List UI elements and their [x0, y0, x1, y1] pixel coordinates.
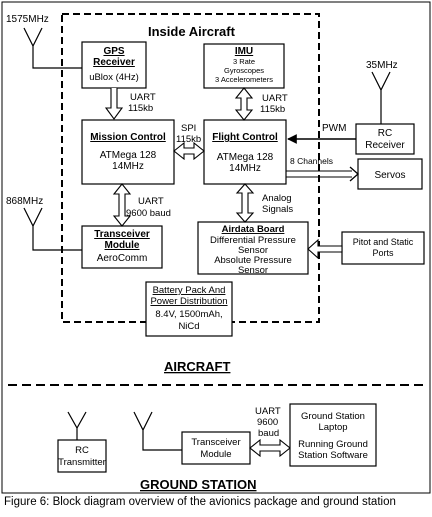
servos-label: Servos: [374, 170, 405, 181]
mission-transceiver-link: [112, 183, 132, 227]
ground-transceiver-line1: Transceiver: [191, 437, 240, 448]
spi-label-2: 115kb: [176, 134, 201, 145]
servos-block: Servos: [357, 158, 423, 190]
flight-airdata-link: [235, 183, 255, 223]
rc-antenna: [371, 71, 391, 124]
imu-line2: Gyroscopes: [224, 66, 264, 75]
ground-rc-line2: Transmitter: [58, 457, 106, 468]
ground-laptop-block: Ground Station Laptop Running Ground Sta…: [289, 403, 377, 467]
battery-block: Battery Pack And Power Distribution 8.4V…: [145, 281, 233, 337]
rc-receiver-line1: RC: [378, 128, 392, 139]
pwm-label: PWM: [322, 123, 346, 134]
imu-block: IMU 3 Rate Gyroscopes 3 Accelerometers: [203, 43, 285, 89]
flight-control-block: Flight Control ATMega 128 14MHz: [203, 119, 287, 185]
transceiver-title-1: Transceiver: [94, 229, 150, 240]
channels-label: 8 Channels: [290, 156, 333, 166]
spi-label-1: SPI: [181, 123, 196, 134]
inside-aircraft-title: Inside Aircraft: [148, 24, 236, 39]
transceiver-block: Transceiver Module AeroComm: [81, 225, 163, 269]
mission-control-block: Mission Control ATMega 128 14MHz: [81, 119, 175, 185]
servo-channels-link: [286, 166, 359, 182]
rc-receiver-block: RC Receiver: [355, 123, 415, 155]
laptop-line2: Laptop: [318, 422, 347, 433]
laptop-line3: Running Ground: [298, 439, 368, 450]
imu-line1: 3 Rate: [233, 57, 255, 66]
ground-transceiver-line2: Module: [200, 449, 231, 460]
modem-uart-1: UART: [138, 196, 164, 207]
gps-uart-1: UART: [130, 92, 156, 103]
airdata-title: Airdata Board: [222, 224, 285, 235]
aircraft-section-title: AIRCRAFT: [164, 359, 230, 374]
analog-label-1: Analog: [262, 193, 292, 204]
flight-line2: 14MHz: [229, 163, 261, 174]
imu-uart-1: UART: [262, 93, 288, 104]
mission-line1: ATMega 128: [100, 150, 157, 161]
ground-section-title: GROUND STATION: [140, 477, 257, 492]
rc-antenna-freq: 35MHz: [366, 60, 398, 71]
gps-detail: uBlox (4Hz): [89, 72, 139, 83]
figure-caption: Figure 6: Block diagram overview of the …: [4, 496, 396, 508]
gps-antenna: [23, 27, 82, 69]
pitot-line1: Pitot and Static: [353, 237, 414, 247]
ground-rc-line1: RC: [75, 445, 89, 456]
block-diagram: Inside Aircraft 1575MHz 35MHz 868MHz GPS…: [1, 1, 431, 494]
airdata-line2: Sensor: [238, 245, 268, 256]
gps-title-1: GPS: [103, 46, 124, 57]
ground-transceiver-block: Transceiver Module: [181, 431, 251, 465]
airdata-board-block: Airdata Board Differential Pressure Sens…: [197, 221, 309, 276]
analog-label-2: Signals: [262, 204, 293, 215]
modem-antenna: [23, 207, 82, 251]
laptop-line1: Ground Station: [301, 411, 365, 422]
outer-frame: [1, 1, 431, 494]
pitot-airdata-link: [307, 238, 343, 260]
gps-to-mission-link: [104, 88, 124, 120]
imu-line3: 3 Accelerometers: [215, 75, 273, 84]
mission-line2: 14MHz: [112, 161, 144, 172]
imu-flight-link: [234, 87, 254, 121]
gps-receiver-block: GPS Receiver uBlox (4Hz): [81, 41, 147, 89]
airdata-line3: Absolute Pressure: [214, 255, 292, 266]
modem-antenna-freq: 868MHz: [6, 196, 43, 207]
gps-antenna-freq: 1575MHz: [6, 14, 49, 25]
mission-title: Mission Control: [90, 132, 166, 143]
pitot-line2: Ports: [372, 248, 394, 258]
flight-line1: ATMega 128: [217, 152, 274, 163]
ground-uart-2: 9600: [257, 417, 278, 428]
pitot-ports-block: Pitot and Static Ports: [341, 231, 425, 265]
modem-uart-2: 9600 baud: [126, 208, 171, 219]
ground-modem-antenna: [133, 411, 182, 451]
laptop-line4: Station Software: [298, 450, 368, 461]
transceiver-title-2: Module: [105, 240, 140, 251]
ground-rc-transmitter-block: RC Transmitter: [57, 439, 107, 473]
ground-uart-1: UART: [255, 406, 281, 417]
battery-line1: 8.4V, 1500mAh,: [155, 309, 222, 320]
rc-receiver-line2: Receiver: [365, 140, 405, 151]
ground-uart-link: [249, 438, 291, 458]
flight-title: Flight Control: [212, 132, 278, 143]
imu-uart-2: 115kb: [260, 104, 285, 115]
spi-link: [173, 141, 205, 161]
battery-title-2: Power Distribution: [150, 296, 227, 307]
ground-rc-antenna: [67, 411, 87, 440]
gps-uart-2: 115kb: [128, 103, 153, 114]
battery-title-1: Battery Pack And: [153, 285, 226, 296]
ground-uart-3: baud: [258, 428, 279, 439]
transceiver-detail: AeroComm: [97, 253, 148, 264]
airdata-line4: Sensor: [238, 265, 268, 276]
imu-title: IMU: [235, 46, 253, 57]
battery-line2: NiCd: [178, 321, 199, 332]
airdata-line1: Differential Pressure: [210, 235, 296, 246]
gps-title-2: Receiver: [93, 57, 135, 68]
